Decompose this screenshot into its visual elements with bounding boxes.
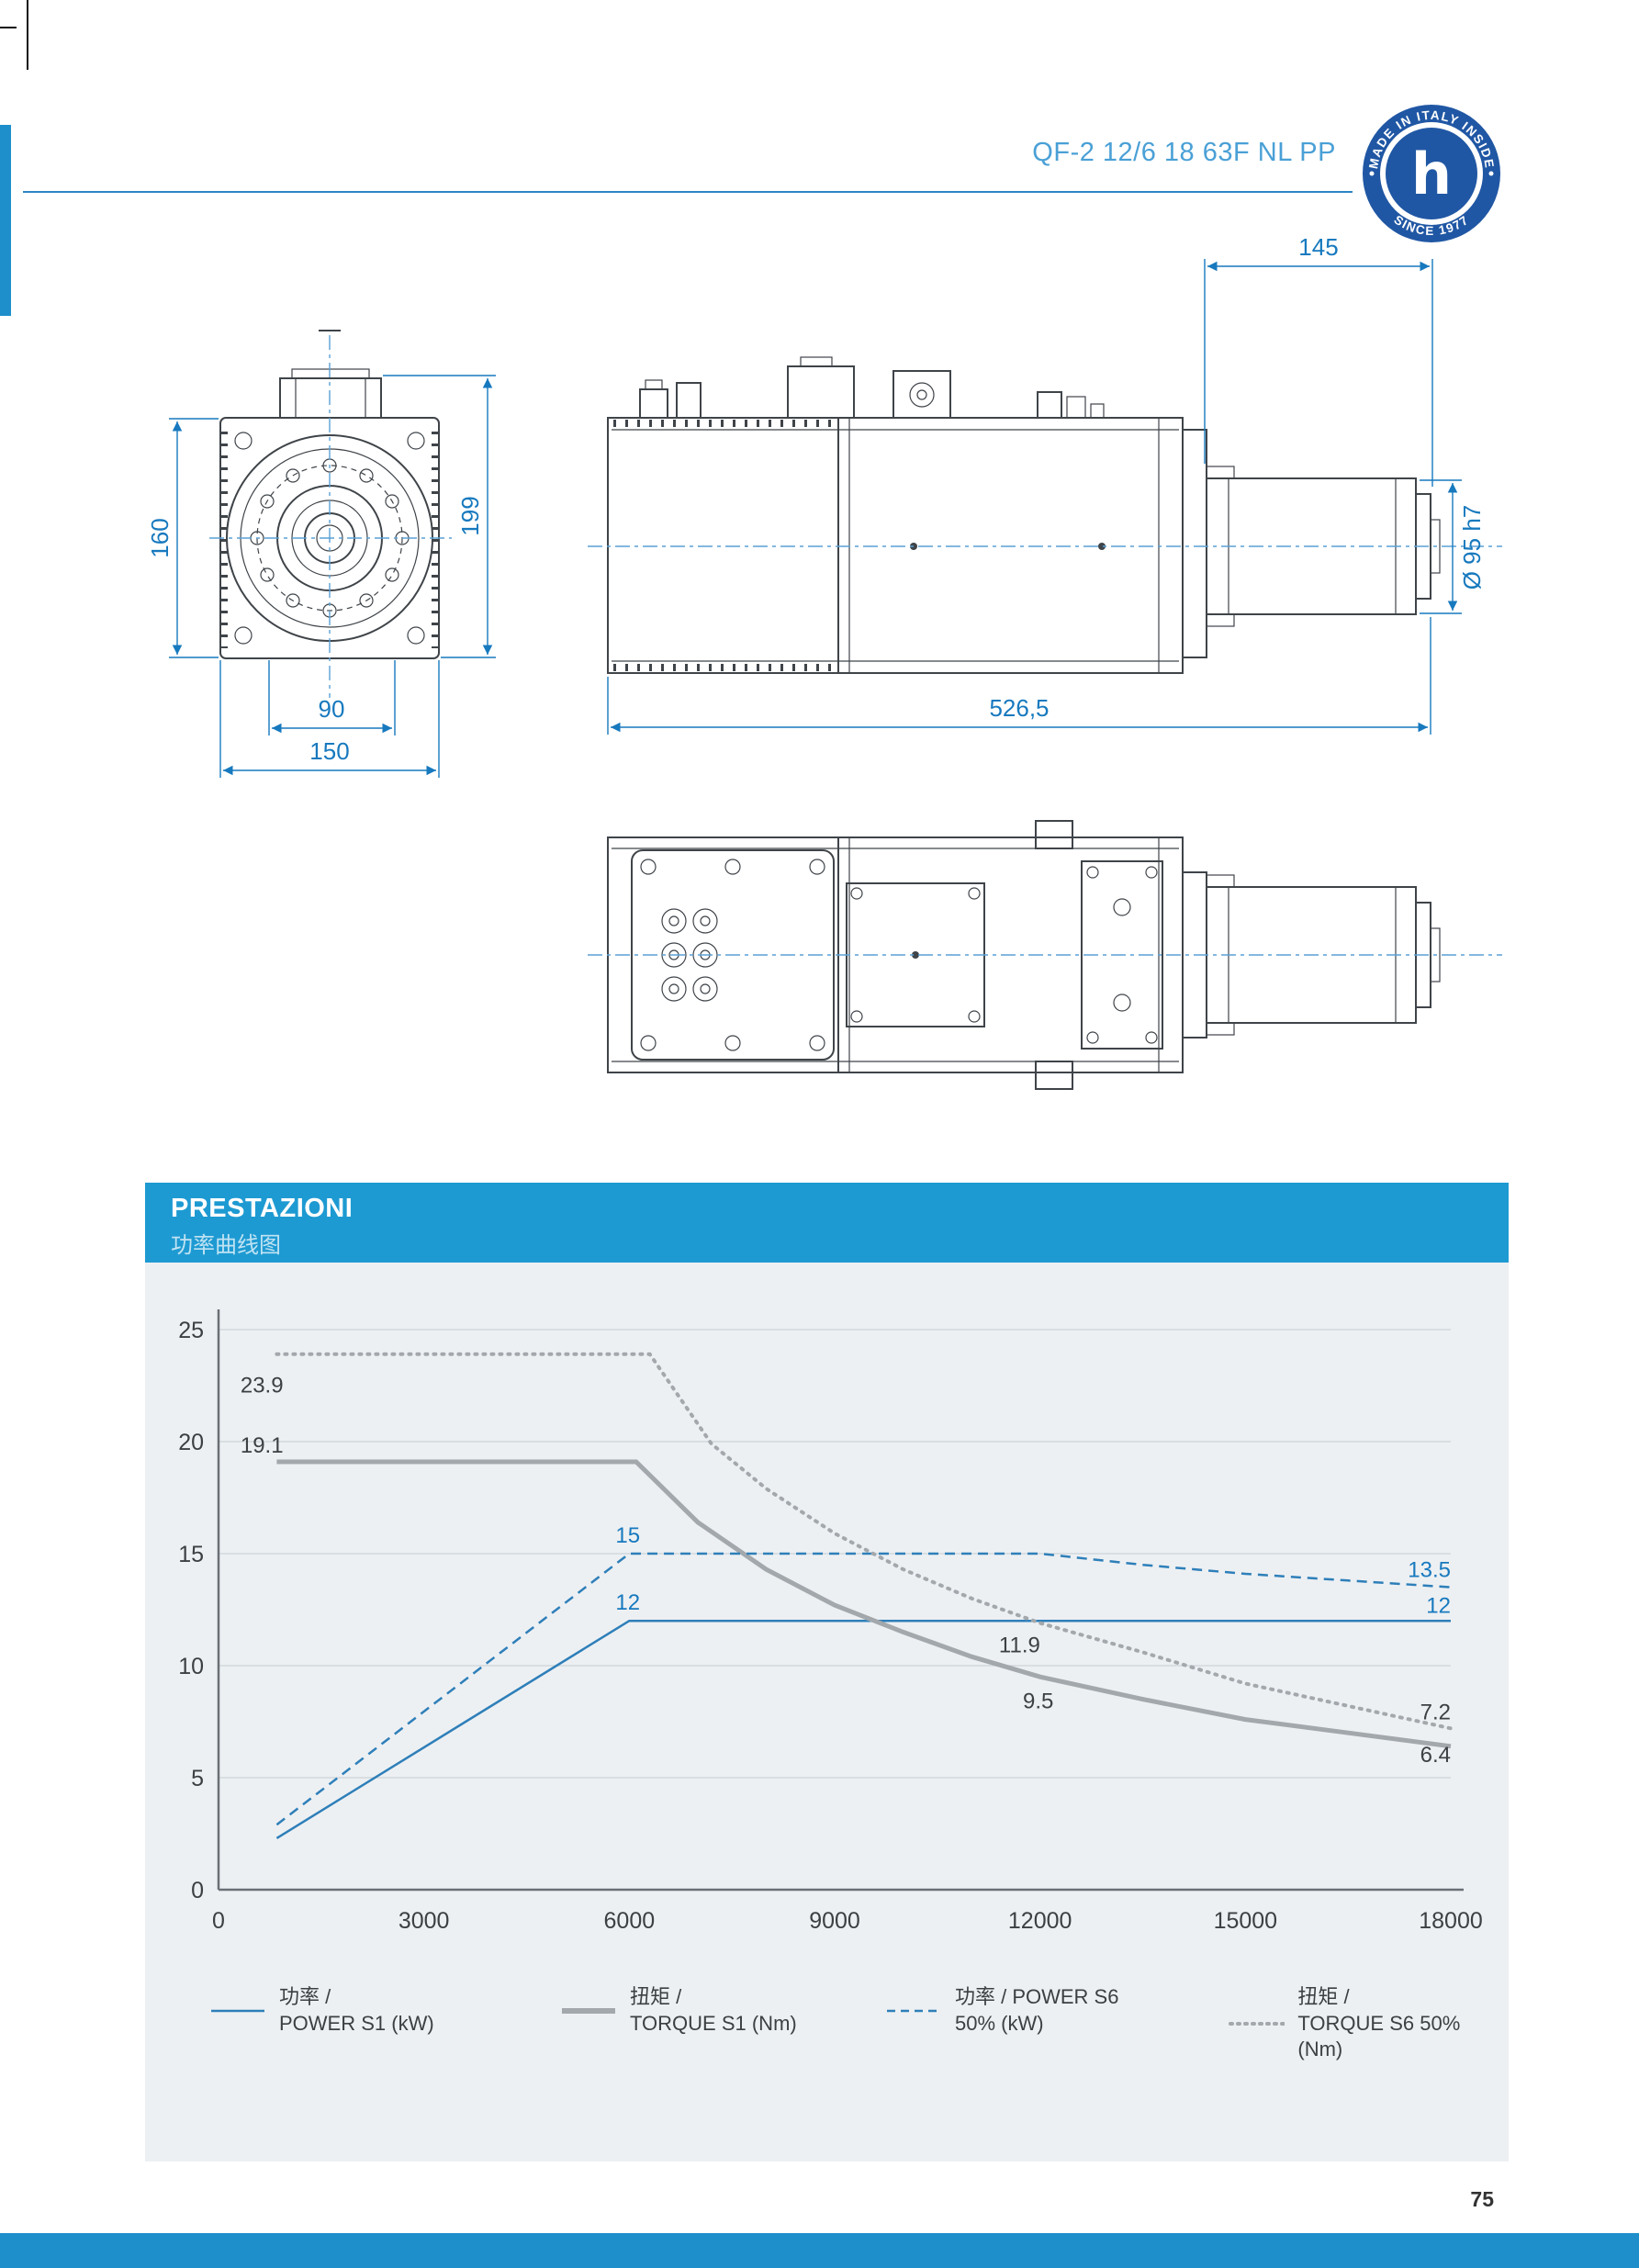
badge-inner-circle	[1386, 128, 1477, 219]
dim-shaft-diameter: Ø 95 h7	[1458, 505, 1486, 590]
y-tick-label: 20	[178, 1430, 204, 1455]
curve-data-label: 6.4	[1420, 1743, 1451, 1768]
legend-label-zh: 扭矩 /	[630, 1985, 682, 2008]
legend-label-zh: 扭矩 /	[1297, 1985, 1350, 2008]
curve-data-label: 13.5	[1408, 1558, 1451, 1583]
product-code-title: QF-2 12/6 18 63F NL PP	[1032, 138, 1336, 167]
legend-item-power-s6: 功率 / POWER S6 50% (kW)	[885, 1984, 1118, 2037]
curve-data-label: 12	[615, 1590, 640, 1615]
curve-solid-thick	[276, 1459, 1452, 1749]
legend-label-en: TORQUE S1 (Nm)	[630, 2011, 797, 2035]
chart-legend: 功率 / POWER S1 (kW) 扭矩 / TORQUE S1 (Nm) 功…	[145, 1984, 1509, 2094]
curve-data-label: 11.9	[999, 1633, 1040, 1657]
front-view-dimension-labels: 160 199 90 150	[146, 496, 484, 765]
performance-header: PRESTAZIONI 功率曲线图	[145, 1183, 1509, 1263]
x-tick-label: 0	[212, 1908, 225, 1934]
dim-total-length: 526,5	[989, 694, 1049, 722]
performance-chart: 0 5 10 15 20 25 0 3000 6000 9000 12000 15000 18000 23…	[178, 1309, 1483, 1934]
dim-160: 160	[146, 518, 174, 557]
page-number: 75	[1470, 2187, 1494, 2211]
curve-data-label: 19.1	[241, 1433, 284, 1458]
power-s6-line-sample	[887, 2009, 940, 2012]
y-tick-label: 25	[178, 1318, 204, 1343]
torque-s6-line-sample	[1229, 2021, 1285, 2026]
curve-solid-thin	[275, 1619, 1451, 1839]
performance-subtitle: 功率曲线图	[171, 1233, 281, 1258]
legend-label-en: POWER S1 (kW)	[279, 2011, 434, 2035]
left-edge-accent-strip	[0, 125, 11, 316]
crop-mark-vertical	[27, 0, 28, 70]
curve-data-label: 9.5	[1023, 1689, 1053, 1713]
x-tick-label: 12000	[1008, 1908, 1072, 1934]
x-tick-label: 9000	[809, 1908, 860, 1934]
x-tick-label: 3000	[399, 1908, 450, 1934]
x-tick-label: 6000	[604, 1908, 656, 1934]
badge-logo-letter: h	[1411, 140, 1452, 208]
side-view-dimension-labels: 145 Ø 95 h7 526,5	[989, 233, 1486, 722]
curve-data-label: 7.2	[1420, 1701, 1451, 1725]
legend-label-en: 50% (kW)	[955, 2011, 1044, 2035]
y-tick-label: 5	[191, 1766, 204, 1791]
legend-item-torque-s6: 扭矩 / TORQUE S6 50% (Nm)	[1229, 1984, 1509, 2063]
legend-item-torque-s1: 扭矩 / TORQUE S1 (Nm)	[560, 1984, 797, 2037]
dim-145: 145	[1298, 233, 1338, 261]
legend-label-zh: 功率 /	[279, 1985, 331, 2008]
front-view-centerlines	[209, 335, 452, 698]
crop-mark-horizontal	[0, 27, 17, 28]
curve-dashed	[275, 1552, 1452, 1826]
legend-item-power-s1: 功率 / POWER S1 (kW)	[209, 1984, 434, 2037]
x-tick-label: 18000	[1419, 1908, 1483, 1934]
curve-data-label: 15	[615, 1523, 640, 1548]
curve-data-label: 12	[1426, 1594, 1451, 1619]
bottom-accent-bar	[0, 2233, 1639, 2268]
badge-separator-dot	[1369, 171, 1375, 176]
power-s1-line-sample	[211, 2009, 264, 2012]
curve-dotted	[275, 1352, 1453, 1731]
y-tick-label: 10	[178, 1654, 204, 1679]
performance-title: PRESTAZIONI	[171, 1194, 354, 1223]
side-view-outline	[607, 356, 1441, 674]
badge-separator-dot	[1488, 171, 1494, 176]
dim-90: 90	[319, 695, 345, 723]
legend-label-zh: 功率 / POWER S6	[955, 1985, 1119, 2008]
x-tick-label: 15000	[1214, 1908, 1278, 1934]
side-view-dimensions	[607, 259, 1462, 735]
dim-199: 199	[456, 496, 484, 535]
technical-drawings: 160 199 90 150	[146, 233, 1502, 1090]
y-tick-label: 0	[191, 1878, 204, 1903]
front-view-dimensions	[169, 375, 496, 778]
performance-panel: PRESTAZIONI 功率曲线图 0 5 10 15 20 25 0 3000 6000 900…	[145, 1183, 1509, 2161]
dim-150: 150	[309, 737, 349, 765]
curve-data-label: 23.9	[241, 1373, 284, 1398]
header-divider	[23, 191, 1353, 193]
torque-s1-line-sample	[562, 2007, 615, 2014]
legend-label-en: TORQUE S6 50% (Nm)	[1297, 2011, 1461, 2061]
y-tick-label: 15	[178, 1542, 204, 1567]
made-in-italy-badge: MADE IN ITALY INSIDE SINCE 1977 h	[1363, 105, 1500, 242]
